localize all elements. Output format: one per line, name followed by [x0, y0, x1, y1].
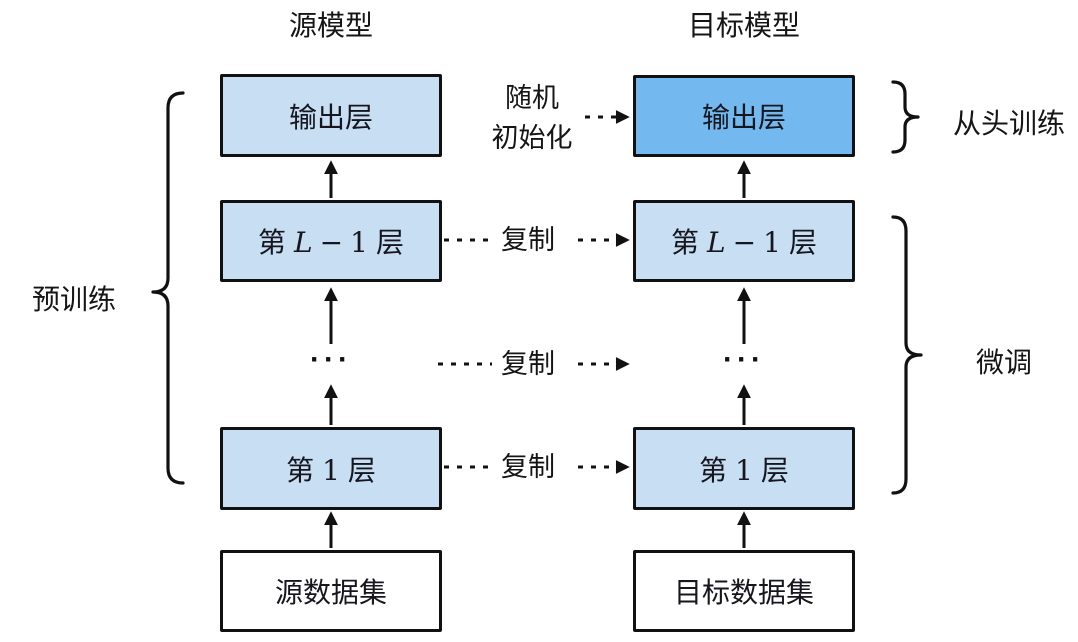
- finetune-label: 微调: [975, 347, 1032, 378]
- copy-label-bottom: 复制: [501, 452, 555, 482]
- source-output-layer-box: 输出层: [220, 74, 442, 157]
- braces: [151, 80, 923, 495]
- pretrain-brace: [151, 91, 185, 485]
- finetune-brace: [891, 215, 923, 495]
- dashed-copy-arrows: [438, 110, 630, 474]
- source-dataset-label: 源数据集: [274, 577, 387, 608]
- source-output-layer-label: 输出层: [288, 101, 373, 133]
- from-scratch-label: 从头训练: [952, 108, 1065, 139]
- target-dataset-label: 目标数据集: [673, 577, 814, 608]
- target-output-layer-label: 输出层: [701, 102, 786, 133]
- random-init-label: 随机 初始化: [491, 83, 573, 153]
- source-model-title: 源模型: [288, 10, 373, 41]
- copy-label-top: 复制: [501, 225, 555, 255]
- source-dataset-box: 源数据集: [220, 550, 442, 632]
- from-scratch-brace: [891, 80, 920, 154]
- target-dataset-box: 目标数据集: [633, 550, 855, 632]
- source-ellipsis: ···: [310, 343, 352, 376]
- target-output-layer-box: 输出层: [633, 75, 855, 157]
- copy-label-mid: 复制: [501, 349, 555, 379]
- target-ellipsis: ···: [723, 343, 765, 376]
- target-model-title: 目标模型: [687, 10, 800, 41]
- pretrain-label: 预训练: [31, 284, 116, 315]
